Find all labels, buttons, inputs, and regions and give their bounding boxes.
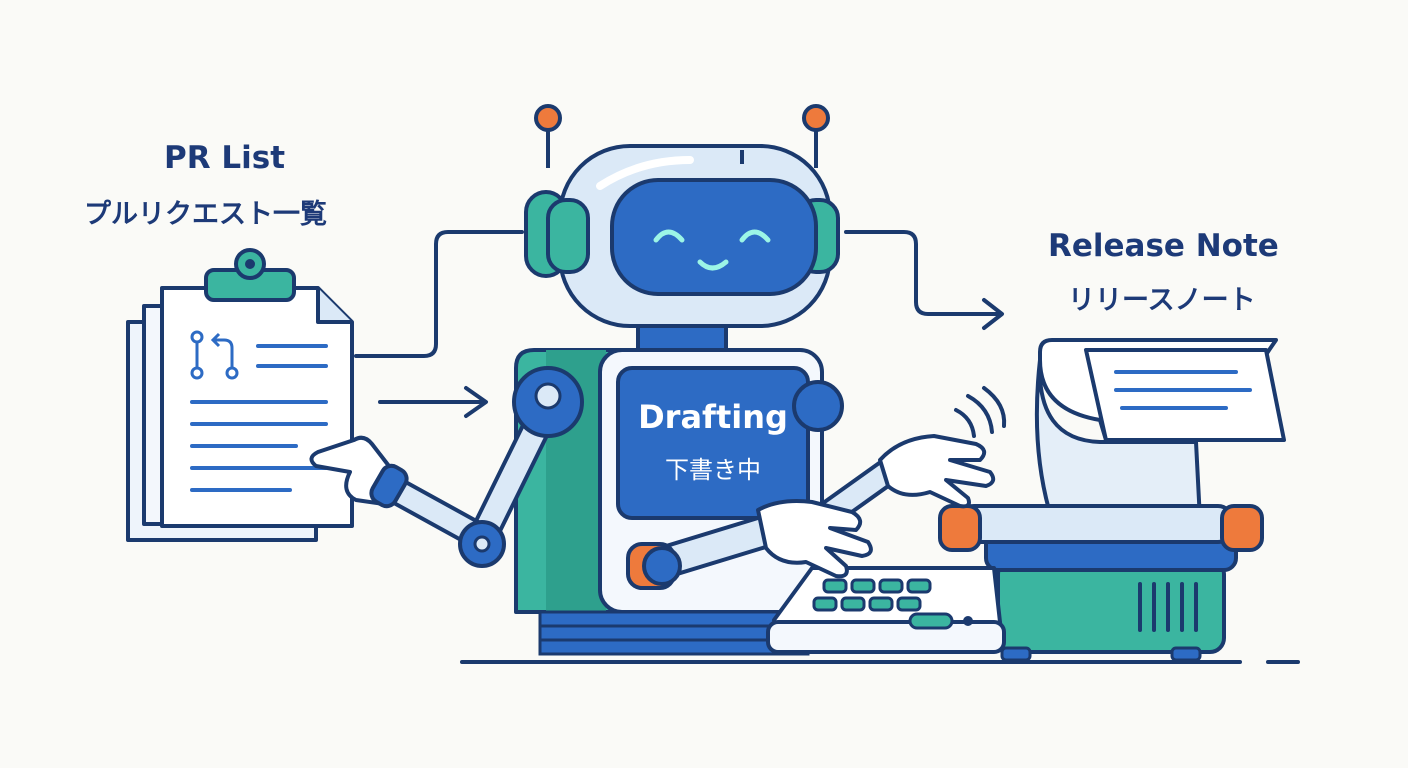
input-arrow-icon xyxy=(378,386,488,418)
status-title: Drafting xyxy=(638,398,788,436)
pull-request-icon xyxy=(190,330,239,380)
output-title: Release Note xyxy=(1048,228,1279,264)
arrow-head-icon xyxy=(982,298,1004,330)
robot-shoulder-right xyxy=(792,380,844,432)
flow-connector-path xyxy=(844,230,1002,316)
robot-arm-right-lower xyxy=(626,499,873,590)
pr-document-stack xyxy=(126,248,354,542)
status-subtitle: 下書き中 xyxy=(665,456,761,484)
status-display xyxy=(616,366,810,520)
input-title: PR List xyxy=(164,140,286,176)
robot-head xyxy=(524,144,840,328)
flow-connector-path xyxy=(354,230,524,358)
input-subtitle: プルリクエスト一覧 xyxy=(84,199,327,230)
antenna-icon xyxy=(534,104,830,168)
typewriter xyxy=(766,338,1286,662)
robot-arm-right-upper xyxy=(806,434,996,534)
robot-hand-icon xyxy=(756,499,873,579)
robot-hand-icon xyxy=(878,434,996,509)
output-subtitle: リリースノート xyxy=(1068,285,1256,316)
robot-arm-left xyxy=(309,366,584,568)
typing-motion-icon xyxy=(954,386,1007,438)
robot-face-icon xyxy=(653,229,771,271)
